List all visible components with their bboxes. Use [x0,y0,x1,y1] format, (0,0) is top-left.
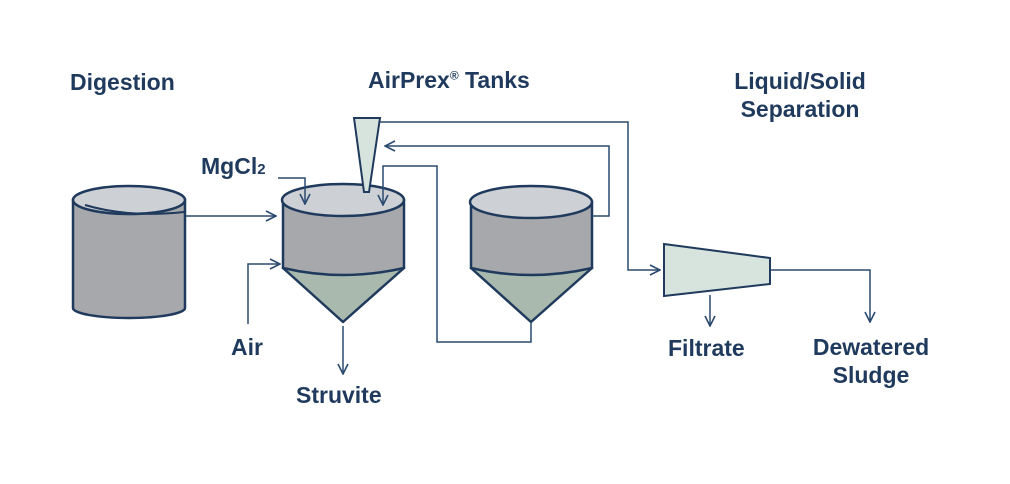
dewatered-sludge-label: Dewatered Sludge [812,334,930,388]
tank2-return-arrow [385,146,610,217]
air-feed-arrow [247,264,280,324]
cyclone-feeder [352,117,382,193]
liquid-solid-separation-label: Liquid/Solid Separation [734,68,866,122]
digestion-label: Digestion [70,69,175,95]
separator-feed-line [380,121,660,270]
airprex-tanks-label: AirPrex® Tanks [368,67,530,93]
digestion-tank [71,184,187,320]
filtrate-label: Filtrate [668,335,745,361]
airprex-tank-2 [468,184,594,324]
struvite-label: Struvite [296,382,382,408]
recycle-line [383,165,532,343]
sludge-arrow [771,269,870,322]
mgcl2-label: MgCl2 [201,153,266,179]
separator-unit [663,242,771,298]
air-label: Air [231,334,263,360]
airprex-tank-1 [280,182,406,324]
mgcl-dose-arrow [278,177,305,204]
